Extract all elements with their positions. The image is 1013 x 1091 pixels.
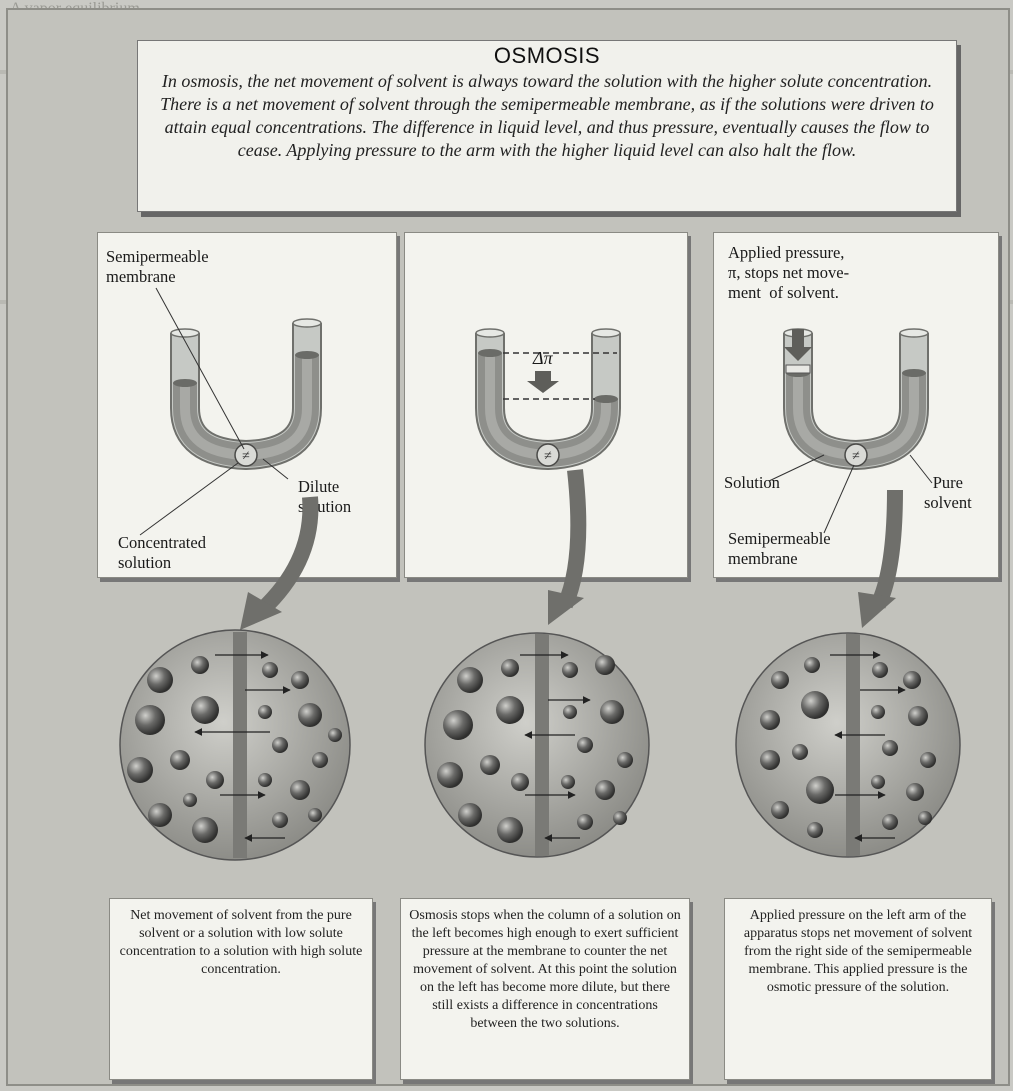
molecular-circle-1 (120, 630, 350, 860)
curved-arrow-2 (565, 470, 578, 605)
curved-arrow-3 (878, 490, 895, 605)
caption-2: Osmosis stops when the column of a solut… (400, 898, 690, 1080)
molecular-circle-2 (425, 633, 649, 857)
curved-arrow-1 (262, 497, 310, 610)
caption-1: Net movement of solvent from the pure so… (109, 898, 373, 1080)
molecular-circle-3 (736, 633, 960, 857)
caption-3: Applied pressure on the left arm of the … (724, 898, 992, 1080)
